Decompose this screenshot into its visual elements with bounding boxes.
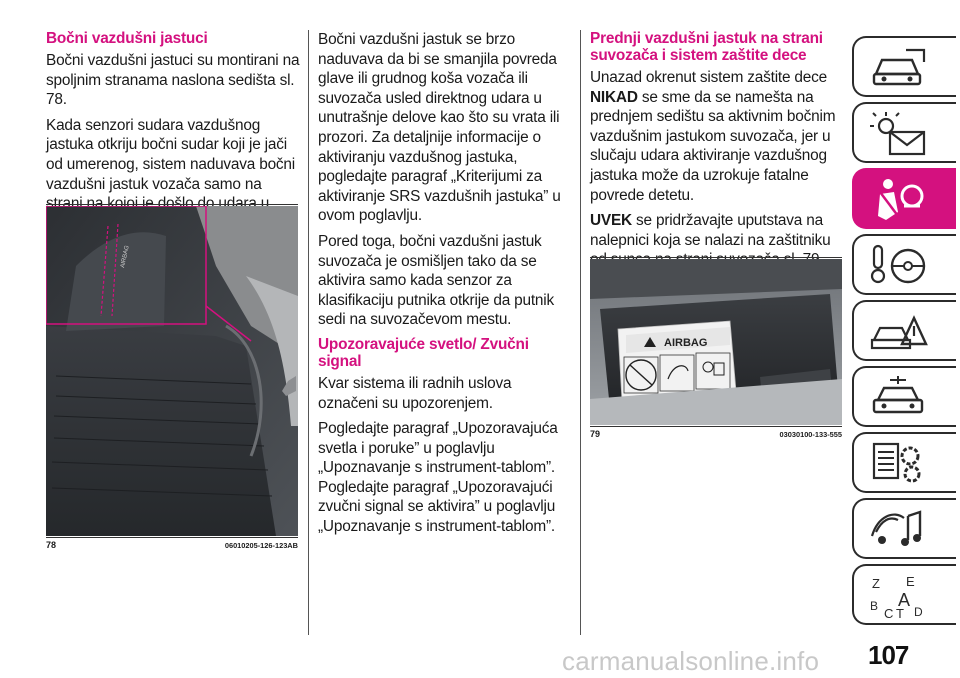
seatbelt-airbag-icon: [878, 179, 924, 220]
index-letters-icon: Z E B A C T D: [870, 574, 923, 620]
column-3: Prednji vazdušni jastuk na strani suvoza…: [590, 30, 845, 276]
svg-text:B: B: [870, 599, 878, 613]
svg-text:E: E: [906, 574, 915, 589]
side-tab-starting-driving[interactable]: [852, 234, 956, 295]
svg-text:C: C: [884, 606, 893, 620]
svg-text:A: A: [898, 590, 910, 610]
specifications-gears-icon: [872, 442, 921, 483]
side-tab-multimedia[interactable]: [852, 498, 956, 559]
paragraph: Kvar sistema ili radnih uslova označeni …: [318, 374, 512, 412]
paragraph: Pored toga, bočni vazdušni jastuk suvoza…: [318, 232, 555, 329]
side-tab-index[interactable]: Z E B A C T D: [852, 564, 956, 625]
watermark: carmanualsonline.info: [562, 646, 820, 676]
figure-top-rule: [590, 257, 842, 258]
figure-78-number: 78: [46, 540, 57, 550]
figure-79-sunvisor-image: AIRBAG: [590, 259, 842, 425]
warning-lights-message-icon: [870, 112, 926, 156]
figure-bottom-rule: [46, 537, 298, 538]
page-number: 107: [868, 640, 909, 670]
visor-label-airbag-text: AIRBAG: [664, 337, 707, 349]
side-tab-maintenance[interactable]: [852, 366, 956, 427]
column-1: Bočni vazdušni jastuci Bočni vazdušni ja…: [46, 30, 301, 239]
figure-79-number: 79: [590, 429, 601, 439]
car-maintenance-icon: [872, 376, 924, 414]
side-tab-safety[interactable]: [852, 168, 956, 229]
section-heading-side-airbags: Bočni vazdušni jastuci: [46, 30, 208, 47]
paragraph: Pogledajte paragraf „Upozoravajuća svetl…: [318, 420, 558, 536]
figure-78-seat-image: AIRBAG: [46, 206, 298, 536]
column-divider: [580, 30, 581, 635]
figure-bottom-rule: [590, 426, 842, 427]
svg-text:D: D: [914, 605, 923, 619]
side-tab-car-dashboard[interactable]: [852, 36, 956, 97]
car-dashboard-icon: [872, 48, 926, 86]
figure-78-code: 06010205-126-123AB: [224, 541, 298, 550]
figure-79-code: 03030100-133-555: [779, 430, 842, 439]
side-tab-emergency[interactable]: [852, 300, 956, 361]
paragraph: Kada senzori sudara vazdušnog jastuka ot…: [46, 116, 296, 232]
multimedia-icon: [870, 510, 922, 546]
svg-text:Z: Z: [872, 576, 880, 591]
side-tab-technical-data[interactable]: [852, 432, 956, 493]
key-steering-wheel-icon: [870, 244, 926, 284]
breakdown-triangle-icon: [870, 315, 928, 350]
side-tab-warning-lights[interactable]: [852, 102, 956, 163]
section-heading-warning-light: Upozoravajuće svetlo/ Zvučni signal: [318, 335, 529, 370]
column-2: Bočni vazdušni jastuk se brzo naduvava d…: [318, 30, 573, 543]
paragraph: Bočni vazdušni jastuci su montirani na s…: [46, 52, 300, 109]
paragraph: Bočni vazdušni jastuk se brzo naduvava d…: [318, 31, 561, 225]
seat-airbag-tag-text: AIRBAG: [120, 245, 131, 269]
svg-text:T: T: [896, 606, 904, 620]
figure-top-rule: [46, 204, 298, 205]
section-heading-passenger-airbag: Prednji vazdušni jastuk na strani suvoza…: [590, 30, 823, 64]
column-divider: [308, 30, 309, 635]
